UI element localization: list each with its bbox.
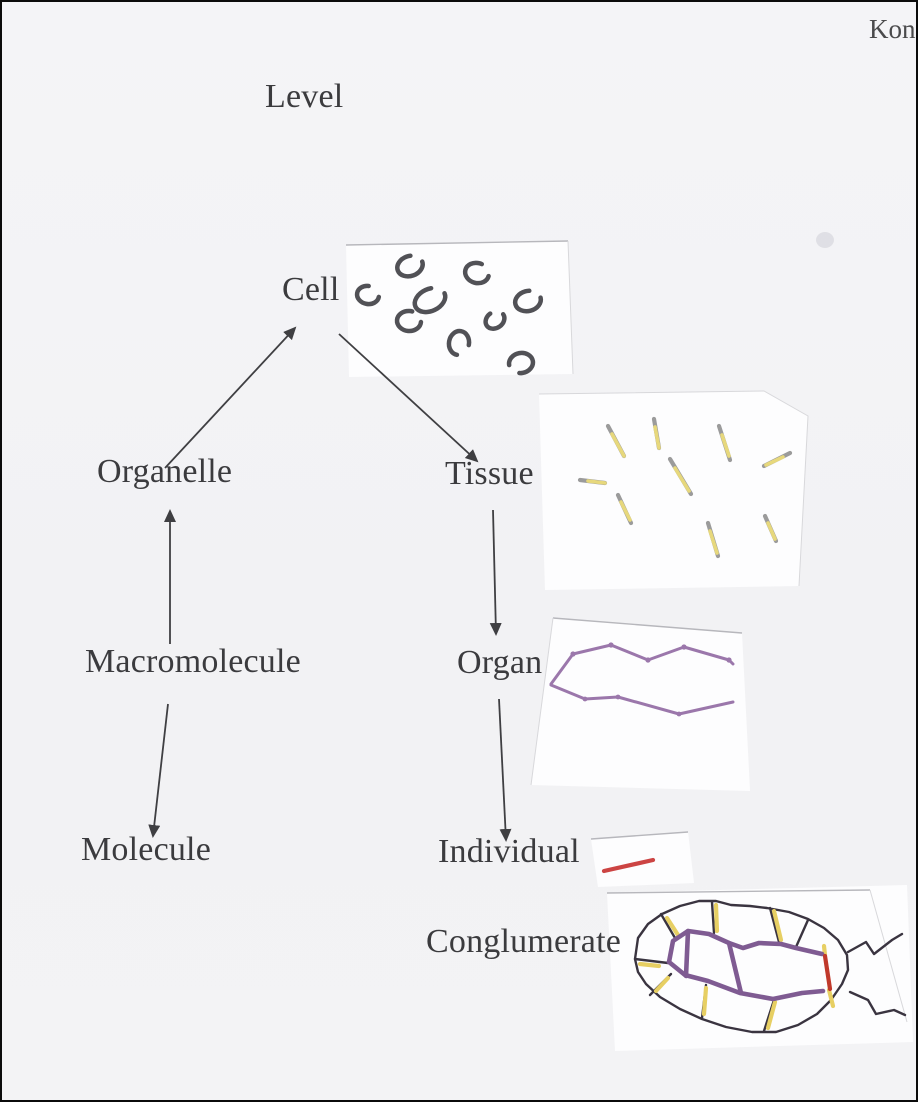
cell-illustration-patch <box>345 240 574 377</box>
diagram-arrows <box>148 326 512 842</box>
conglumerate-drawing <box>633 899 907 1034</box>
paper-smudge <box>816 232 834 248</box>
node-label-molecule: Molecule <box>81 831 211 868</box>
arrow-cell-to-tissue <box>338 333 479 463</box>
organ-drawing <box>549 642 735 717</box>
node-label-macromolecule: Macromolecule <box>85 643 301 680</box>
conglumerate-illustration-patch <box>606 885 913 1051</box>
individual-illustration-patch <box>590 831 694 887</box>
arrow-macromolecule-to-molecule <box>148 703 169 838</box>
tissue-drawing <box>577 416 793 559</box>
arrow-organelle-to-cell <box>164 326 297 469</box>
cell-drawing <box>354 253 544 376</box>
arrow-organ-to-individual <box>498 698 512 842</box>
node-label-organ: Organ <box>457 644 543 681</box>
node-label-individual: Individual <box>438 833 580 870</box>
arrow-tissue-to-organ <box>489 509 502 636</box>
tissue-illustration-patch <box>538 390 809 590</box>
node-label-organelle: Organelle <box>97 453 233 490</box>
corner-annotation: Kon <box>869 14 916 44</box>
node-label-tissue: Tissue <box>445 455 534 492</box>
diagram-title: Level <box>265 78 344 115</box>
node-label-cell: Cell <box>282 271 340 308</box>
individual-drawing <box>601 857 656 874</box>
node-label-conglumerate: Conglumerate <box>426 923 622 960</box>
